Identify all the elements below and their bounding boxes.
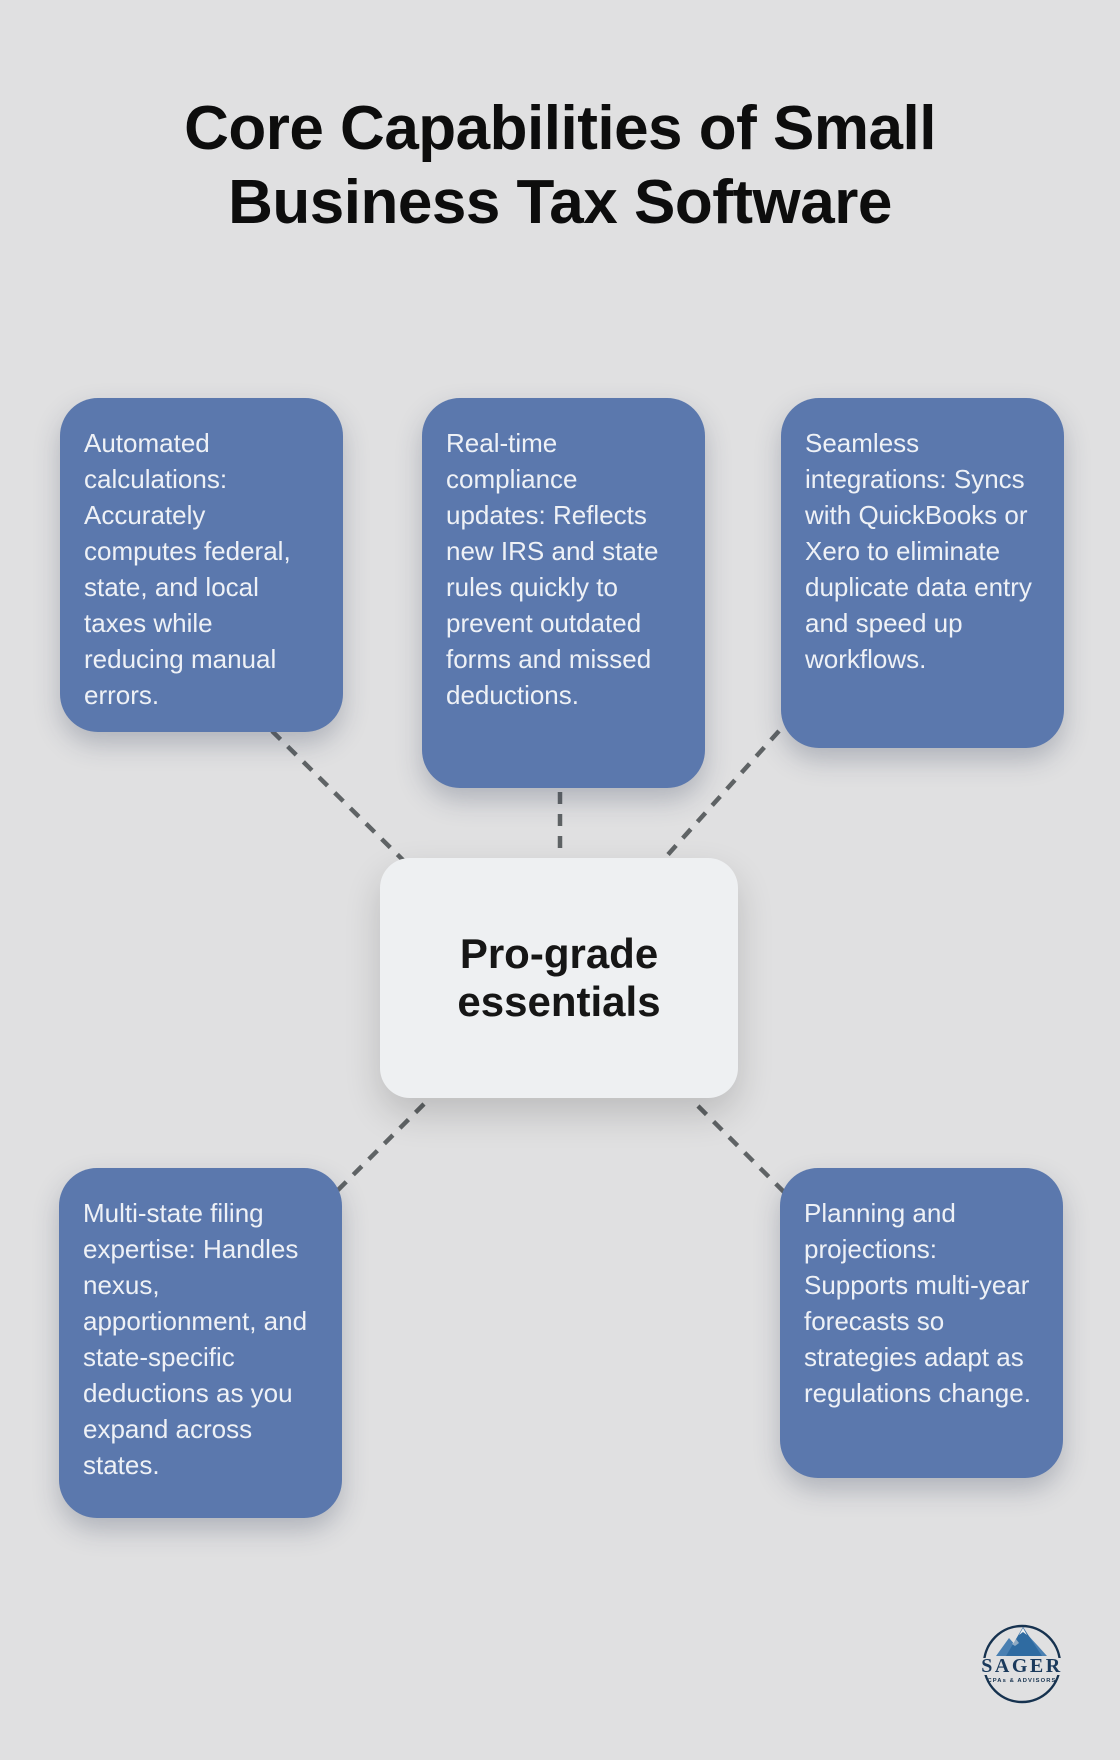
center-node: Pro-grade essentials xyxy=(380,858,738,1098)
sager-logo: SAGER CPAs & ADVISORS xyxy=(970,1624,1074,1704)
page-title-line1: Core Capabilities of Small xyxy=(184,94,936,163)
page-title: Core Capabilities of Small Business Tax … xyxy=(0,92,1120,240)
connector-top-left xyxy=(270,729,408,865)
capability-card-real-time-compliance-updates: Real-time compliance updates: Reflects n… xyxy=(422,398,705,788)
capability-text: Planning and projections: Supports multi… xyxy=(804,1198,1031,1408)
capability-card-multi-state-filing-expertise: Multi-state filing expertise: Handles ne… xyxy=(59,1168,342,1518)
capability-card-automated-calculations: Automated calculations: Accurately compu… xyxy=(60,398,343,732)
capability-text: Real-time compliance updates: Reflects n… xyxy=(446,428,659,710)
connector-bottom-right xyxy=(696,1104,788,1196)
capability-text: Automated calculations: Accurately compu… xyxy=(84,428,291,710)
logo-tagline: CPAs & ADVISORS xyxy=(987,1678,1056,1684)
center-node-label: Pro-grade essentials xyxy=(457,930,661,1025)
capability-card-seamless-integrations: Seamless integrations: Syncs with QuickB… xyxy=(781,398,1064,748)
capability-text: Seamless integrations: Syncs with QuickB… xyxy=(805,428,1032,674)
capability-text: Multi-state filing expertise: Handles ne… xyxy=(83,1198,308,1480)
connector-bottom-left xyxy=(334,1102,426,1194)
logo-wordmark: SAGER xyxy=(981,1655,1062,1677)
mountain-icon xyxy=(996,1627,1047,1656)
capability-card-planning-and-projections: Planning and projections: Supports multi… xyxy=(780,1168,1063,1478)
page-title-line2: Business Tax Software xyxy=(228,168,892,237)
